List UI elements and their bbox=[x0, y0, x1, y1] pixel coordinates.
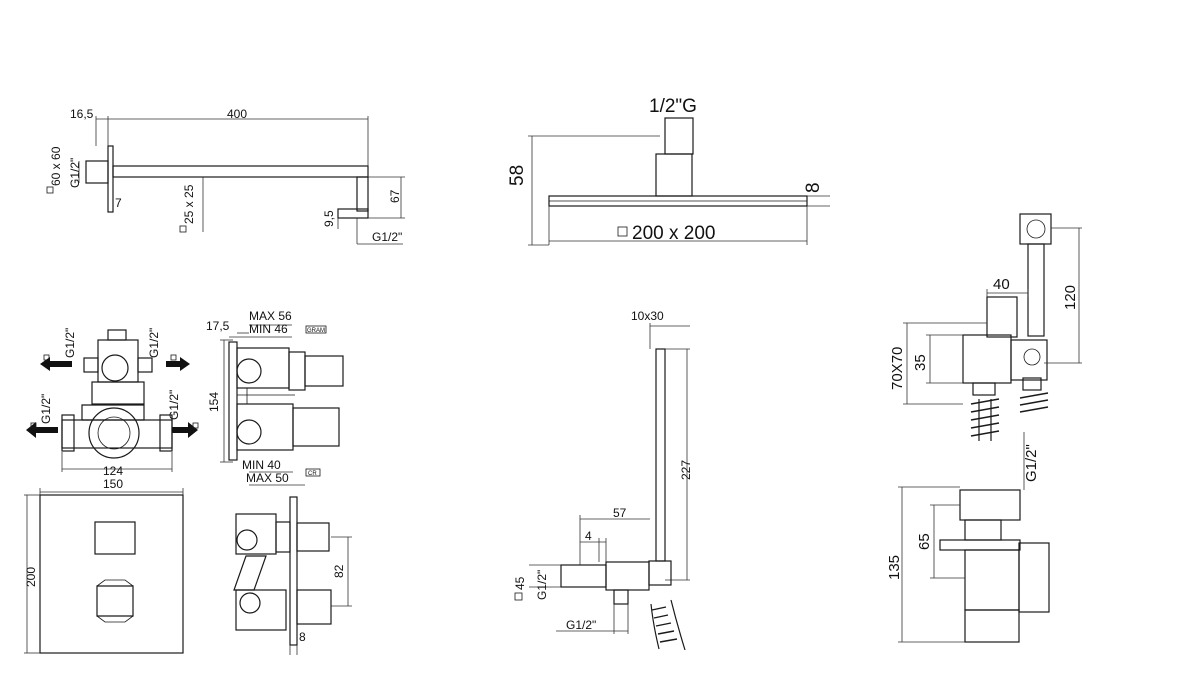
valve-cover-side-drawing: 82 8 bbox=[233, 496, 352, 655]
inlet-right-arrow-icon bbox=[172, 422, 198, 438]
valve-thread-top-left: G1/2" bbox=[63, 328, 77, 358]
arm-outlet bbox=[337, 208, 369, 219]
head-dim-58: 58 bbox=[507, 165, 528, 186]
valve-tag-top: GRAM bbox=[307, 328, 325, 334]
valve-dim-154: 154 bbox=[207, 392, 221, 412]
hand-dim-45: 45 bbox=[513, 576, 527, 590]
bidet-side-body bbox=[964, 549, 1020, 611]
bidet-dim-40: 40 bbox=[993, 276, 1010, 293]
valve-dim-min40: MIN 40 bbox=[242, 458, 281, 472]
hose-hatch bbox=[651, 606, 678, 643]
valve-dim-17-5: 17,5 bbox=[206, 319, 230, 333]
valve-dim-max50: MAX 50 bbox=[246, 471, 289, 485]
hand-outlet-thread: G1/2" bbox=[566, 618, 596, 632]
cover-knob bbox=[96, 585, 134, 617]
bidet-thread-label: G1/2" bbox=[1023, 444, 1040, 482]
valve-side-backplate bbox=[228, 341, 238, 461]
head-connector bbox=[664, 117, 694, 155]
cover-side-plate bbox=[289, 496, 298, 646]
square-symbol-icon bbox=[179, 225, 187, 233]
outlet-left-arrow-icon bbox=[40, 357, 72, 371]
cover-plate-drawing: 150 200 bbox=[24, 477, 184, 654]
bidet-dim-65: 65 bbox=[916, 533, 933, 550]
inlet-left-arrow-icon bbox=[26, 422, 58, 438]
cover-side-lower-knob bbox=[296, 589, 332, 625]
valve-dim-8: 8 bbox=[299, 630, 306, 644]
arm-drop bbox=[356, 176, 369, 212]
valve-dim-124: 124 bbox=[103, 464, 123, 478]
hand-dim-227: 227 bbox=[679, 460, 693, 480]
arm-thread-label: G1/2" bbox=[68, 158, 82, 188]
square-symbol-icon bbox=[46, 186, 54, 194]
hand-dim-10x30: 10x30 bbox=[631, 309, 664, 323]
bidet-valve-block bbox=[962, 334, 1012, 384]
valve-dim-min46: MIN 46 bbox=[249, 322, 288, 336]
square-symbol-icon bbox=[514, 592, 523, 601]
arm-dim-9-5: 9,5 bbox=[322, 210, 336, 227]
valve-dim-max56: MAX 56 bbox=[249, 309, 292, 323]
arm-dim-25x25: 25 x 25 bbox=[182, 184, 196, 224]
arm-dim-16-5: 16,5 bbox=[70, 107, 94, 121]
valve-front-drawing: G1/2" G1/2" G1/2" G1/2" 124 bbox=[26, 328, 199, 478]
head-thread-label: 1/2"G bbox=[649, 96, 697, 117]
outlet-right-arrow-icon bbox=[166, 357, 190, 371]
valve-thread-mid-left: G1/2" bbox=[39, 394, 53, 424]
hand-dim-57: 57 bbox=[613, 506, 627, 520]
arm-dim-67: 67 bbox=[388, 189, 402, 203]
cover-plate-outline bbox=[39, 494, 184, 654]
arm-dim-7: 7 bbox=[115, 196, 122, 210]
valve-neck bbox=[91, 381, 145, 405]
cover-dim-200: 200 bbox=[24, 567, 38, 587]
shower-hose bbox=[650, 599, 686, 651]
shower-arm-drawing: 16,5 400 60 x 60 G1/2" 7 25 x 25 9,5 67 … bbox=[46, 107, 405, 245]
valve-thread-mid-right: G1/2" bbox=[167, 390, 181, 420]
head-dim-200x200: 200 x 200 bbox=[632, 223, 715, 244]
valve-side-lower-spindle bbox=[292, 407, 340, 447]
shower-head-drawing: 1/2"G 58 8 200 x 200 bbox=[507, 96, 830, 246]
valve-tag-bottom: CR bbox=[308, 471, 317, 477]
bidet-hose-hatch-left bbox=[970, 398, 1000, 437]
hand-shower-holder bbox=[648, 560, 672, 586]
bidet-dim-70x70: 70X70 bbox=[889, 347, 906, 390]
head-dim-8: 8 bbox=[803, 182, 824, 193]
arm-dim-400: 400 bbox=[227, 107, 247, 121]
bidet-shower-top-drawing: 40 120 70X70 35 bbox=[889, 213, 1082, 441]
hand-shower-wall-union bbox=[560, 564, 607, 588]
bidet-shower-side-drawing: G1/2" 65 135 bbox=[886, 432, 1050, 643]
arm-dim-60x60: 60 x 60 bbox=[49, 146, 63, 186]
bidet-head bbox=[1019, 213, 1052, 245]
cover-button-square bbox=[94, 521, 136, 555]
square-symbol-icon bbox=[617, 226, 628, 237]
bidet-dim-35: 35 bbox=[912, 354, 929, 371]
arm-wall-plate bbox=[107, 145, 114, 213]
arm-wall-fitting bbox=[85, 160, 109, 184]
hand-shower-drawing: 10x30 227 57 4 45 G1/2" G1/2" bbox=[513, 309, 693, 651]
valve-dim-82: 82 bbox=[332, 564, 346, 578]
arm-outlet-thread: G1/2" bbox=[372, 230, 402, 244]
bidet-side-holder bbox=[1018, 542, 1050, 613]
bidet-dim-135: 135 bbox=[886, 555, 903, 580]
valve-main-body bbox=[88, 407, 140, 459]
bidet-dim-120: 120 bbox=[1062, 285, 1079, 310]
valve-lower-body bbox=[61, 419, 173, 449]
hand-thread-label: G1/2" bbox=[535, 570, 549, 600]
head-swivel bbox=[655, 153, 693, 197]
bidet-side-inlet bbox=[959, 489, 1021, 521]
hand-dim-4: 4 bbox=[585, 529, 592, 543]
valve-side-drawing: GRAM CR 17,5 MAX 56 MIN 46 154 MIN 40 MA… bbox=[206, 309, 344, 486]
valve-side-upper-spindle bbox=[304, 355, 344, 387]
arm-tube bbox=[112, 165, 369, 178]
cover-dim-150: 150 bbox=[103, 477, 123, 491]
valve-thread-top-right: G1/2" bbox=[147, 328, 161, 358]
hand-shower-handle bbox=[655, 348, 666, 562]
cover-side-upper-knob bbox=[296, 522, 330, 552]
